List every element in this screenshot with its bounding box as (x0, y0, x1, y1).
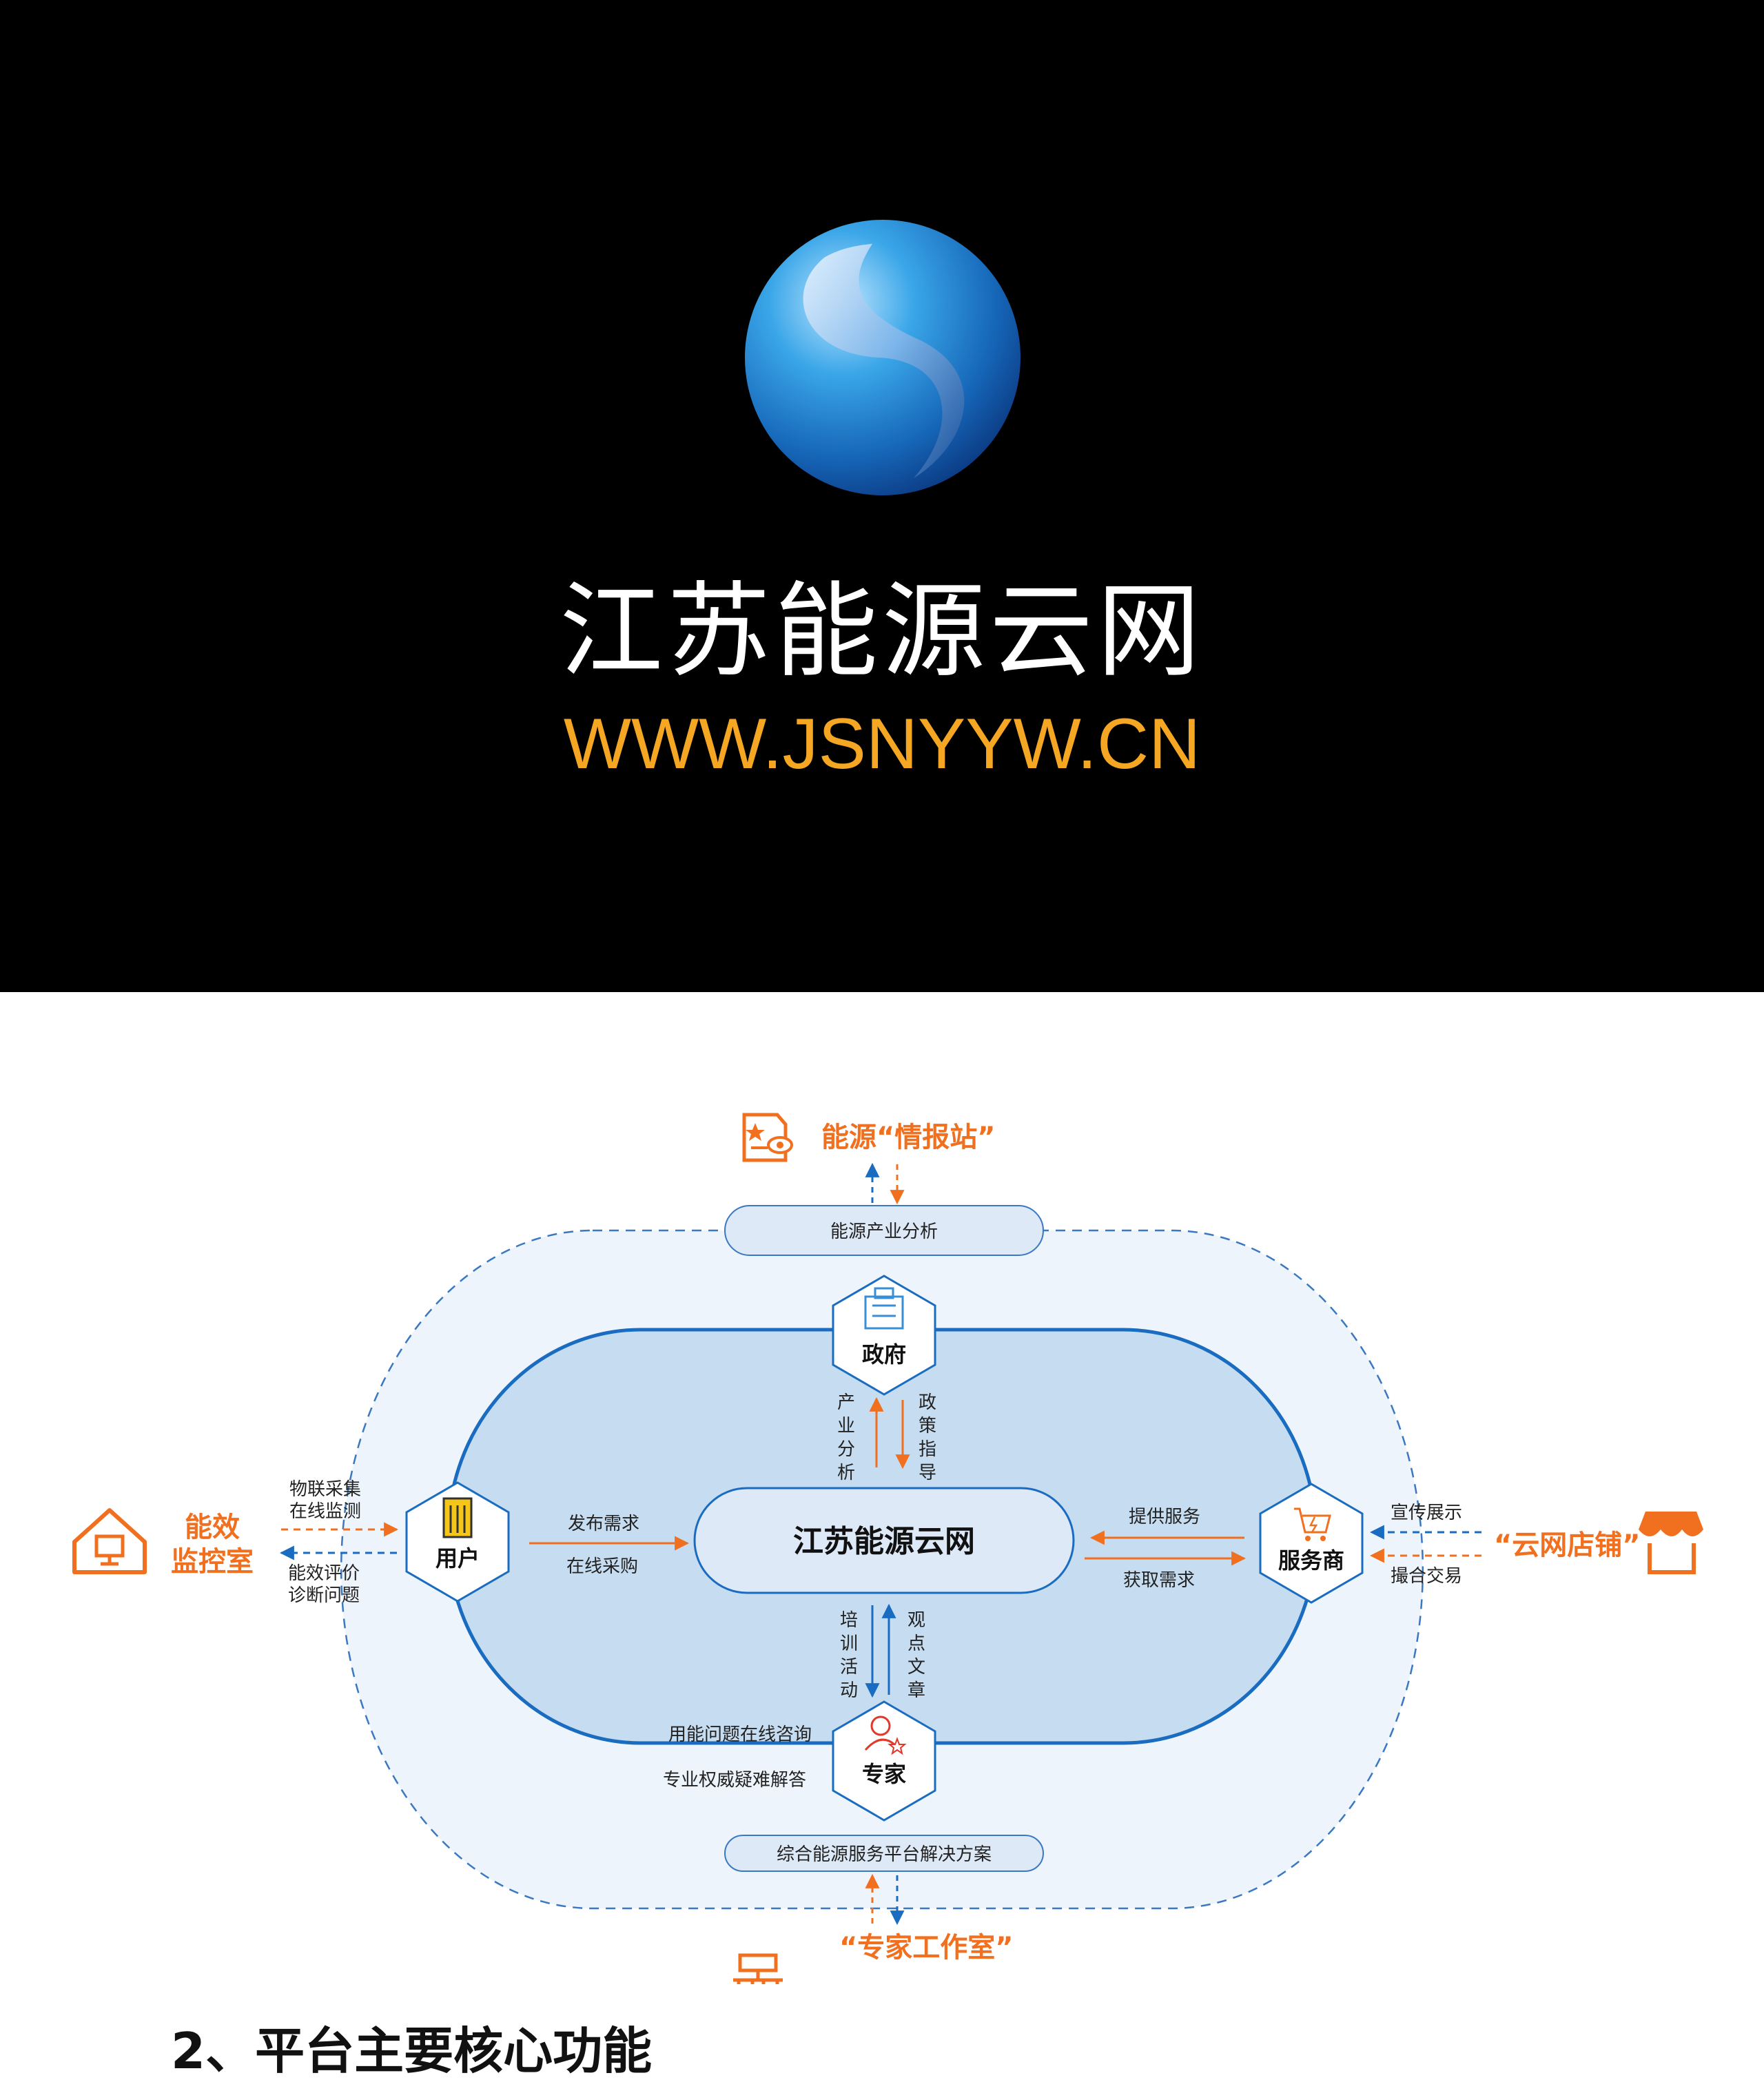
user-bottom-label: 在线采购 (566, 1556, 638, 1577)
gov-left-label: 产 业 分 析 (837, 1392, 855, 1483)
intel-station[interactable]: 能源“情报站” (742, 1113, 996, 1162)
monitor-room-label-1: 能效 (185, 1512, 240, 1543)
svg-text:导: 导 (919, 1463, 936, 1483)
expert-left-label: 培 训 活 动 (840, 1610, 858, 1701)
brand-title: 江苏能源云网 (559, 572, 1204, 692)
store-top-label: 宣传展示 (1391, 1503, 1462, 1523)
expert-person-icon (864, 1715, 907, 1755)
node-provider[interactable]: 服务商 (1259, 1483, 1364, 1604)
intel-station-label: 能源“情报站” (821, 1122, 996, 1153)
monitor-bottom-label-1: 能效评价 (288, 1563, 360, 1584)
cloud-store[interactable]: “云网店铺” (1494, 1512, 1703, 1574)
gov-right-label: 政 策 指 导 (919, 1392, 936, 1483)
svg-text:动: 动 (840, 1680, 858, 1701)
brand-url[interactable]: WWW.JSNYYW.CN (563, 704, 1201, 784)
store-bottom-label: 撮合交易 (1391, 1566, 1462, 1587)
svg-text:章: 章 (907, 1680, 925, 1701)
monitor-house-icon (72, 1508, 147, 1574)
expert-top-label: 用能问题在线咨询 (668, 1724, 812, 1745)
top-band-pill (724, 1205, 1044, 1256)
node-government[interactable]: 政府 (832, 1275, 936, 1396)
bottom-band-pill (724, 1835, 1044, 1872)
building-icon (864, 1287, 904, 1330)
svg-text:产: 产 (837, 1392, 855, 1413)
svg-text:业: 业 (837, 1416, 855, 1436)
monitor-bottom-label-2: 诊断问题 (288, 1585, 360, 1606)
provider-top-label: 提供服务 (1129, 1507, 1200, 1527)
cloud-store-label: “云网店铺” (1494, 1529, 1641, 1561)
svg-text:活: 活 (840, 1657, 858, 1678)
monitor-top-label-2: 在线监测 (289, 1501, 361, 1522)
expert-studio[interactable]: “专家工作室” (733, 1932, 1014, 1984)
document-eye-icon (742, 1113, 793, 1162)
svg-text:策: 策 (919, 1416, 936, 1436)
node-user-label: 用户 (435, 1545, 480, 1571)
svg-text:培: 培 (840, 1610, 858, 1631)
node-expert[interactable]: 专家 (832, 1700, 936, 1822)
office-building-icon (442, 1497, 473, 1538)
expert-bottom-label: 专业权威疑难解答 (663, 1770, 806, 1791)
expert-studio-label: “专家工作室” (839, 1932, 1014, 1964)
user-top-label: 发布需求 (568, 1514, 639, 1534)
svg-text:政: 政 (919, 1392, 936, 1413)
node-expert-label: 专家 (862, 1761, 906, 1787)
expert-right-label: 观 点 文 章 (907, 1610, 925, 1701)
svg-text:点: 点 (907, 1633, 925, 1654)
monitor-room[interactable]: 能效 监控室 (72, 1508, 254, 1578)
svg-text:训: 训 (840, 1633, 858, 1654)
svg-text:指: 指 (919, 1439, 936, 1460)
monitor-room-label-2: 监控室 (171, 1546, 254, 1578)
platform-diagram: 能源产业分析 综合能源服务平台解决方案 江苏能源云网 政府 (72, 1113, 1703, 1984)
monitor-top-label-1: 物联采集 (289, 1479, 361, 1500)
svg-text:析: 析 (837, 1463, 855, 1483)
node-government-label: 政府 (862, 1341, 906, 1368)
bottom-band-label: 综合能源服务平台解决方案 (777, 1844, 992, 1865)
svg-text:分: 分 (837, 1439, 855, 1460)
cart-icon (1294, 1507, 1331, 1541)
section-title: 2、平台主要核心功能 (171, 2022, 653, 2080)
svg-text:文: 文 (907, 1657, 925, 1678)
globe-logo-icon (745, 220, 1021, 495)
brand-panel: 江苏能源云网 WWW.JSNYYW.CN (0, 0, 1764, 992)
svg-text:观: 观 (907, 1610, 925, 1631)
center-pill (693, 1487, 1075, 1594)
node-provider-label: 服务商 (1278, 1547, 1344, 1574)
function-panel: 2、平台主要核心功能 能源产业分析 综合能源服务平台解决方案 江苏能源云网 (0, 992, 1764, 2080)
center-label: 江苏能源云网 (793, 1524, 975, 1559)
top-band-label: 能源产业分析 (830, 1222, 938, 1242)
storefront-icon (1639, 1512, 1703, 1574)
node-user[interactable]: 用户 (405, 1481, 510, 1602)
provider-bottom-label: 获取需求 (1123, 1570, 1195, 1591)
studio-desk-icon (733, 1953, 783, 1984)
